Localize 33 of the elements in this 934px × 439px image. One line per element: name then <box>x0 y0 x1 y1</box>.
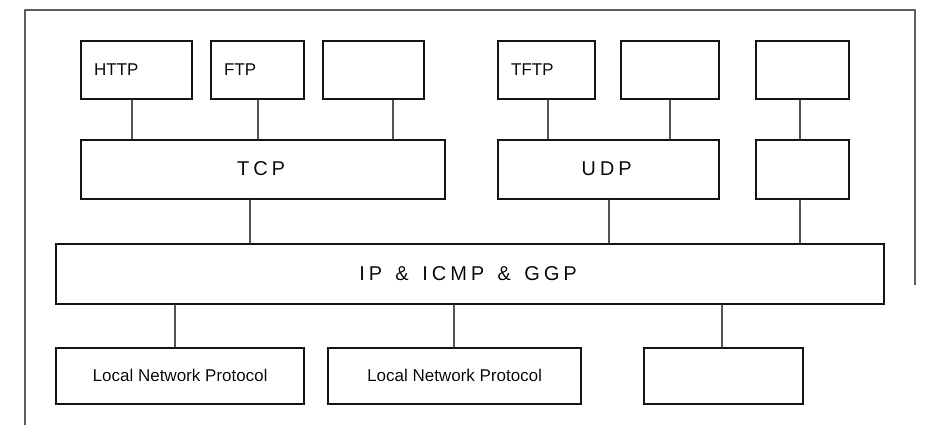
empty-box <box>755 139 850 200</box>
protocol-box <box>327 347 582 405</box>
connector-line <box>799 100 801 139</box>
protocol-box <box>497 139 720 200</box>
connector-line <box>608 200 610 243</box>
protocol-box <box>55 243 885 305</box>
protocol-label: IP & ICMP & GGP <box>359 262 581 286</box>
protocol-box <box>497 40 596 100</box>
empty-box <box>643 347 804 405</box>
connector-line <box>174 305 176 347</box>
protocol-box <box>80 139 446 200</box>
protocol-label: Local Network Protocol <box>92 366 268 386</box>
empty-box <box>755 40 850 100</box>
connector-line <box>721 305 723 347</box>
empty-box <box>620 40 720 100</box>
connector-line <box>669 100 671 139</box>
connector-line <box>131 100 133 139</box>
protocol-box <box>55 347 305 405</box>
connector-line <box>453 305 455 347</box>
protocol-box <box>210 40 305 100</box>
connector-line <box>799 200 801 243</box>
connector-line <box>392 100 394 139</box>
protocol-label: Local Network Protocol <box>367 366 542 386</box>
empty-box <box>322 40 425 100</box>
connector-line <box>257 100 259 139</box>
protocol-box <box>80 40 193 100</box>
connector-line <box>249 200 251 243</box>
protocol-label: TFTP <box>511 60 554 80</box>
protocol-label: UDP <box>581 158 636 181</box>
protocol-label: TCP <box>237 158 289 181</box>
connector-line <box>547 100 549 139</box>
protocol-label: FTP <box>224 60 256 80</box>
protocol-label: HTTP <box>94 60 138 80</box>
